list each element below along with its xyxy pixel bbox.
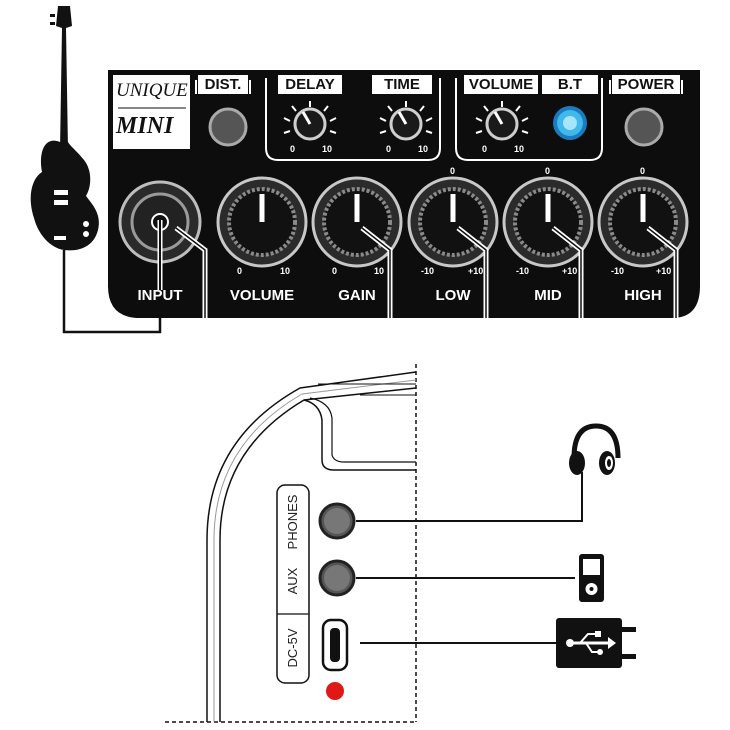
volume-top-label: VOLUME (464, 75, 538, 94)
low-knob[interactable] (407, 176, 499, 318)
brand-line1: UNIQUE (116, 80, 188, 101)
brand-box (113, 75, 190, 149)
high-label: HIGH (624, 287, 662, 304)
mid-scale-min: -10 (516, 266, 530, 276)
usb-charger-icon (556, 618, 636, 668)
phones-jack[interactable] (318, 502, 356, 540)
delay-scale-min: 0 (290, 144, 296, 154)
input-jack[interactable] (118, 180, 208, 318)
btvol-scale-min: 0 (482, 144, 488, 154)
power-button (624, 107, 664, 147)
delay-label: DELAY (278, 75, 342, 94)
power-label: POWER (612, 75, 680, 94)
gain-scale-min: 0 (332, 266, 338, 276)
mid-knob[interactable] (502, 176, 594, 318)
gain-scale-max: 10 (374, 266, 385, 276)
time-scale-max: 10 (418, 144, 429, 154)
delay-scale-max: 10 (322, 144, 333, 154)
high-scale-min: -10 (611, 266, 625, 276)
time-knob[interactable] (379, 101, 433, 141)
bt-volume-knob[interactable] (475, 101, 529, 141)
time-scale-min: 0 (386, 144, 392, 154)
aux-jack[interactable] (318, 559, 356, 597)
dc-port[interactable] (321, 618, 349, 672)
phones-label: PHONES (285, 494, 300, 550)
dist-button (208, 107, 248, 147)
high-scale-max: +10 (656, 266, 672, 276)
low-scale-max: +10 (468, 266, 484, 276)
gain-knob[interactable] (311, 176, 403, 318)
dc-label: DC-5V (285, 628, 300, 668)
time-label: TIME (372, 75, 432, 94)
delay-knob[interactable] (283, 101, 337, 141)
aux-label: AUX (285, 567, 300, 595)
low-scale-center: 0 (450, 166, 456, 176)
volume-knob[interactable] (216, 176, 308, 268)
btvol-scale-max: 10 (514, 144, 525, 154)
power-indicator-led (326, 682, 344, 700)
volume-label: VOLUME (229, 287, 295, 304)
brand-line2: MINI (116, 113, 174, 139)
mid-label: MID (534, 287, 562, 304)
mid-scale-center: 0 (545, 166, 551, 176)
headphones-icon (569, 423, 621, 475)
gain-label: GAIN (338, 287, 376, 304)
low-scale-min: -10 (421, 266, 435, 276)
volume-scale-min: 0 (237, 266, 243, 276)
bt-label: B.T (542, 75, 598, 94)
mp3-player-icon (579, 554, 604, 602)
volume-scale-max: 10 (280, 266, 291, 276)
mid-scale-max: +10 (562, 266, 578, 276)
amp-side-view (165, 364, 417, 723)
high-scale-center: 0 (640, 166, 646, 176)
dist-label: DIST. (198, 75, 248, 94)
high-knob[interactable] (597, 176, 689, 318)
input-label: INPUT (137, 287, 183, 304)
low-label: LOW (435, 287, 471, 304)
